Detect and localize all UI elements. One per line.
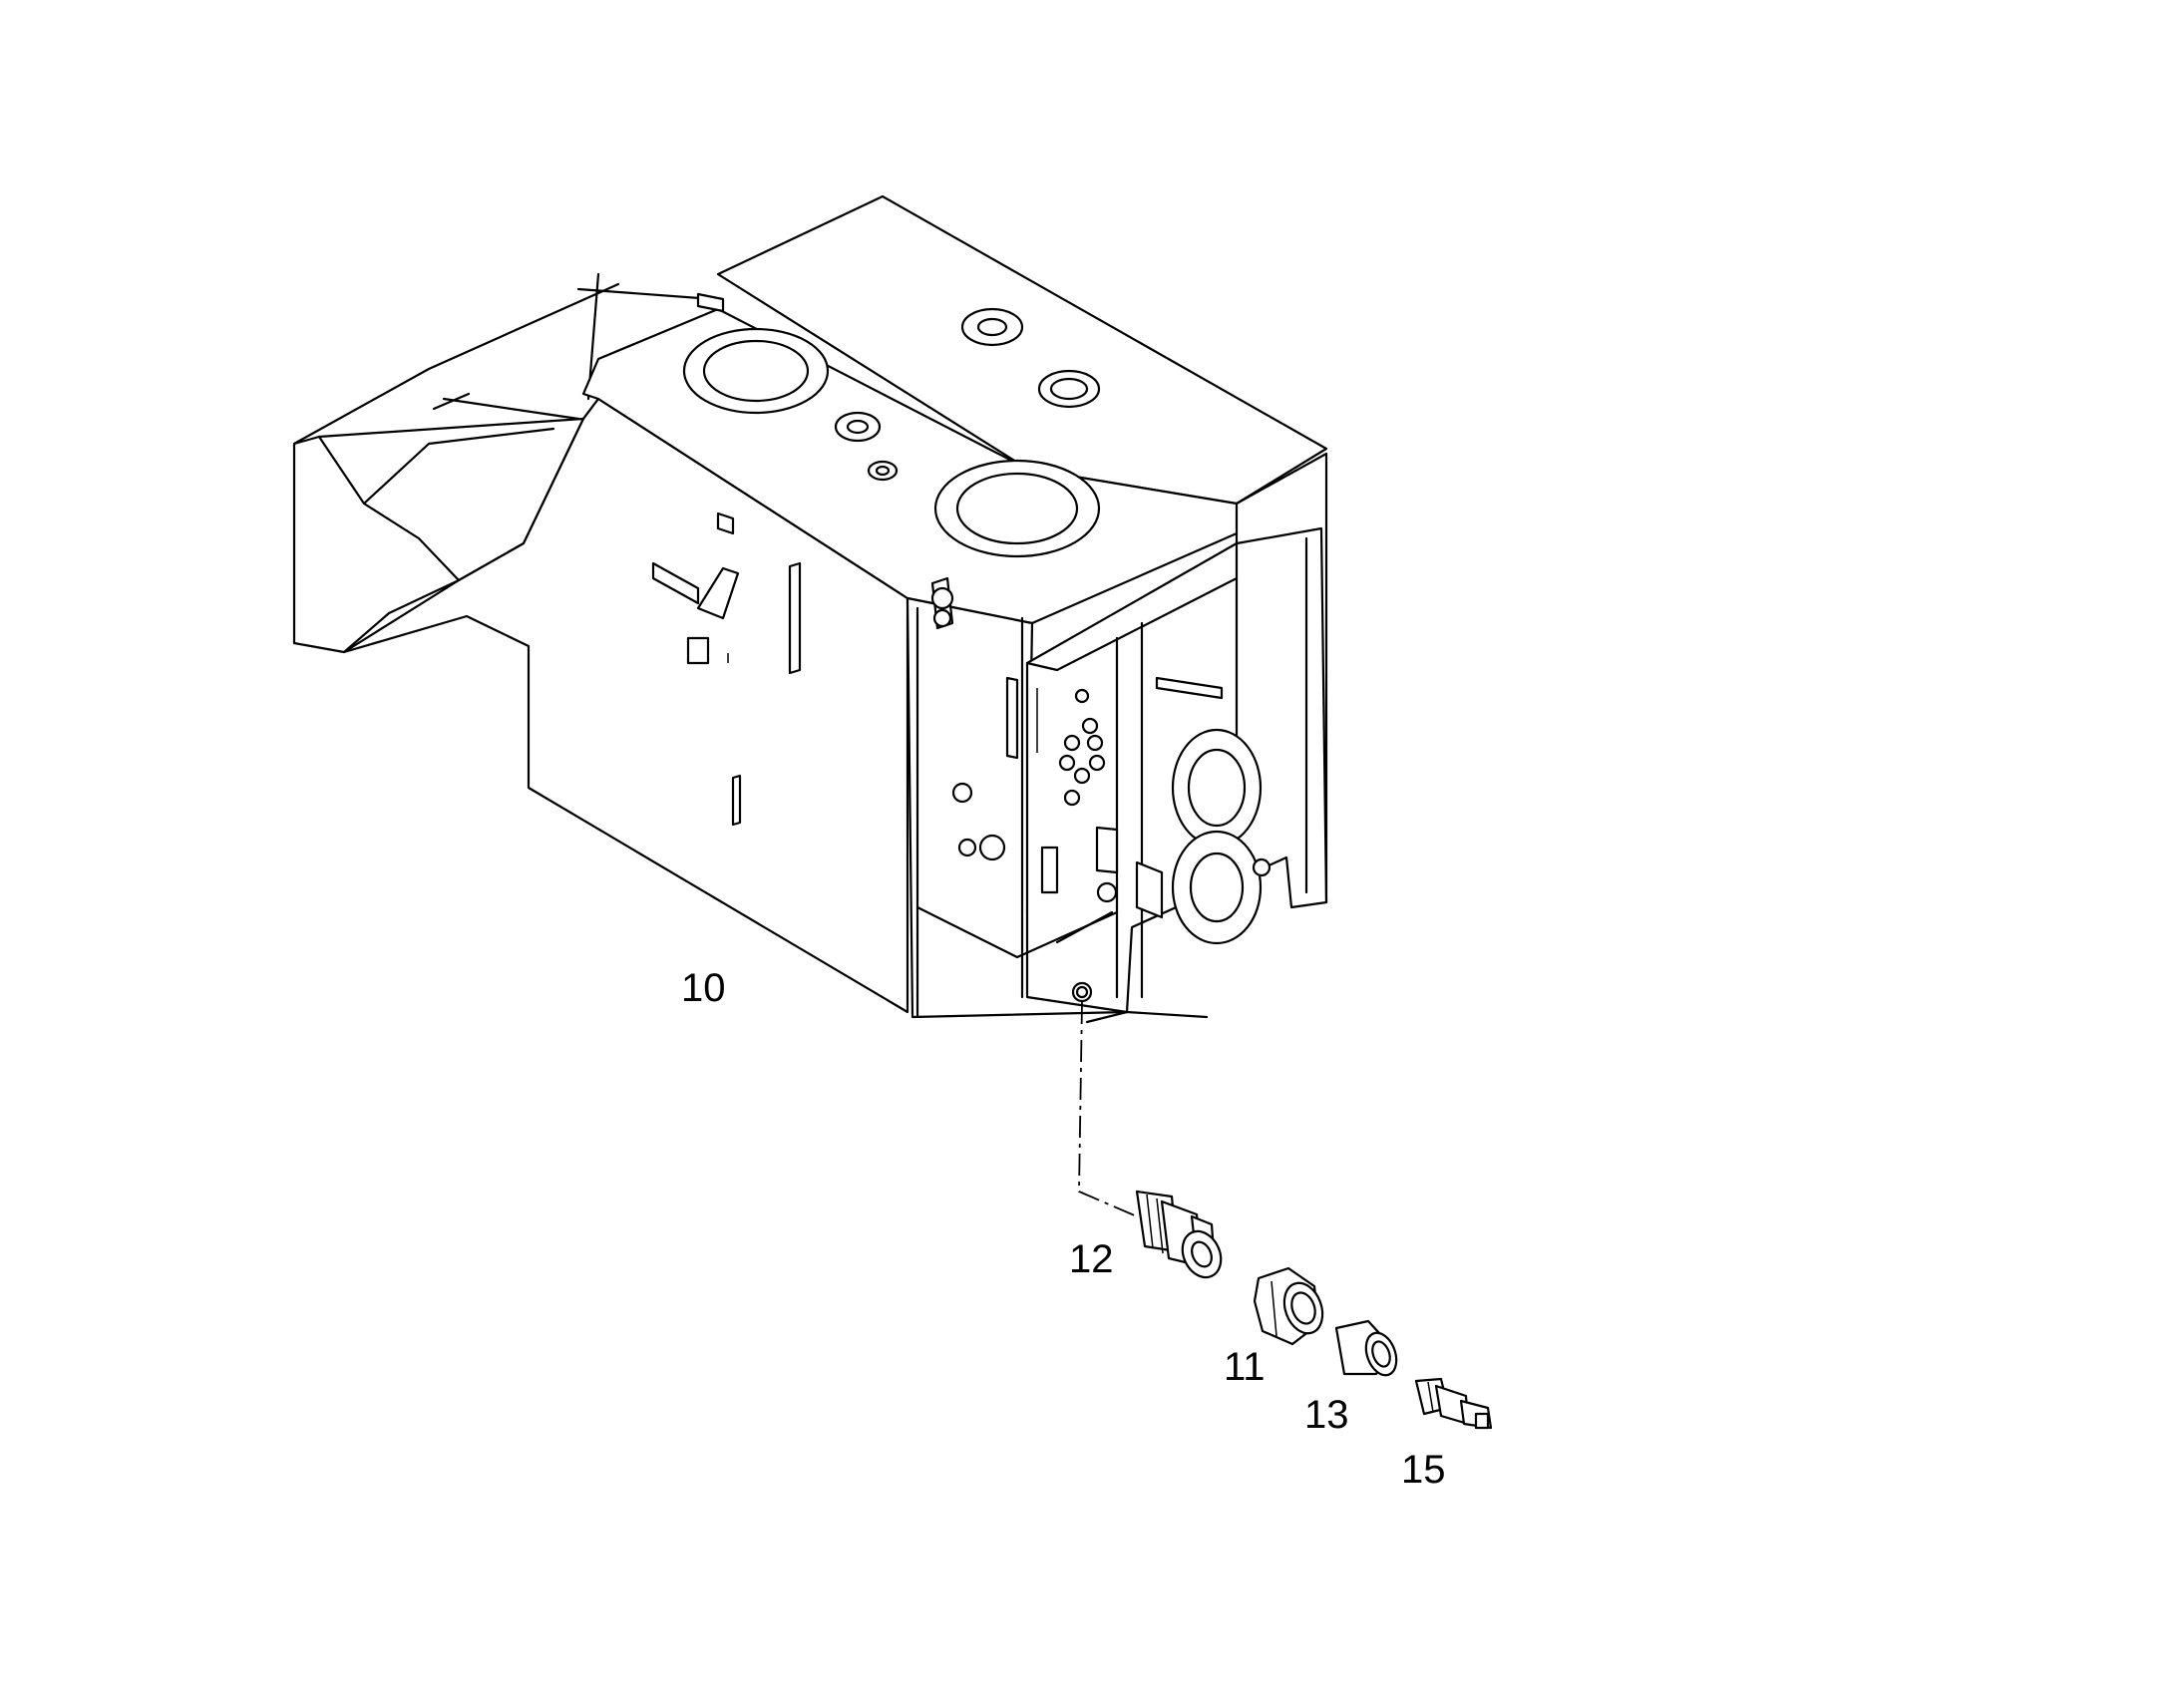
part-11-hex-nut bbox=[1253, 1266, 1324, 1346]
callout-15: 15 bbox=[1401, 1448, 1446, 1492]
assembly-centerline bbox=[1078, 1001, 1138, 1217]
callout-13: 13 bbox=[1304, 1393, 1349, 1437]
part-13-sleeve bbox=[1334, 1319, 1398, 1377]
part-15-connector bbox=[1414, 1377, 1493, 1430]
part-12-adapter bbox=[1135, 1190, 1223, 1279]
callout-10: 10 bbox=[681, 966, 726, 1010]
housing-assembly bbox=[292, 194, 1328, 1024]
callout-11: 11 bbox=[1224, 1345, 1266, 1389]
callout-12: 12 bbox=[1069, 1237, 1114, 1281]
exploded-fittings bbox=[1078, 1001, 1493, 1430]
